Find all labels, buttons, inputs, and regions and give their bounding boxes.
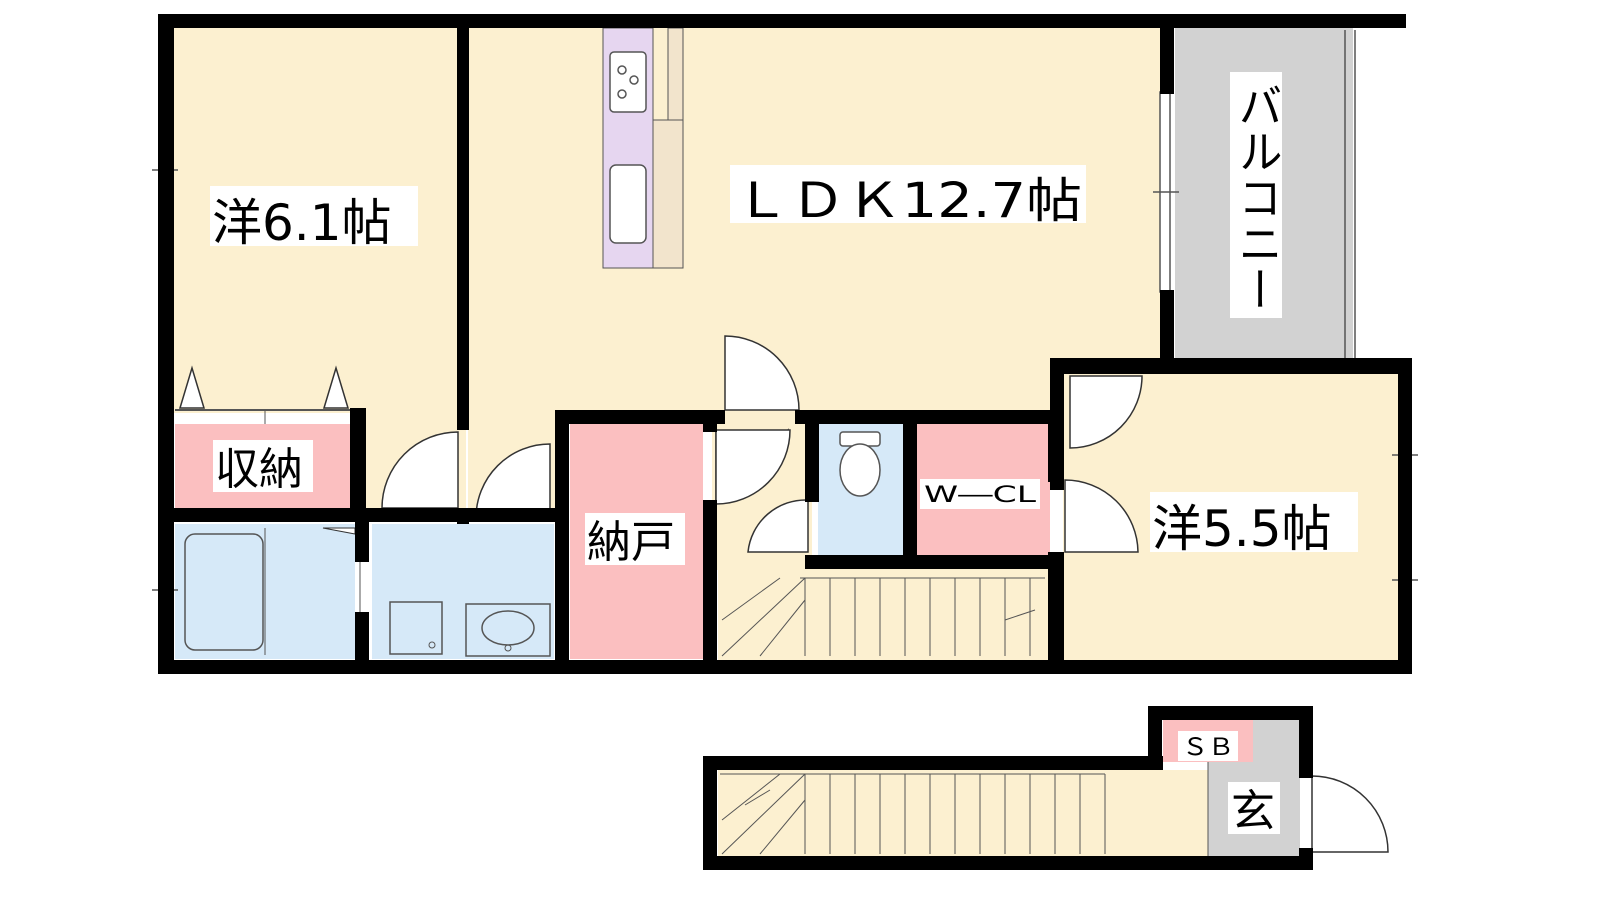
label-western-a: 洋6.1帖: [212, 194, 392, 252]
stairs-upper: [721, 577, 1045, 657]
burner-1: [617, 65, 627, 75]
stove: [609, 51, 647, 113]
label-wcl: W―CL: [924, 483, 1037, 508]
stair-lower: [718, 770, 1208, 858]
walls: [158, 14, 1412, 870]
label-nado: 納戸: [587, 517, 675, 568]
label-entrance: 玄: [1231, 786, 1275, 837]
toilet-bowl: [839, 443, 881, 497]
label-ldk: ＬＤＫ12.7帖: [734, 173, 1082, 229]
washing-machine: [389, 601, 443, 655]
doors: [381, 335, 1389, 853]
stairs-lower: [720, 773, 1106, 855]
label-western-b: 洋5.5帖: [1152, 500, 1332, 558]
label-shoe-box: ＳＢ: [1182, 733, 1234, 761]
burner-2: [629, 75, 639, 85]
burner-3: [617, 89, 627, 99]
sink: [609, 164, 647, 244]
bathtub: [184, 533, 264, 651]
label-balcony: バルコニー: [1231, 82, 1282, 312]
closet-door-right: [322, 365, 350, 409]
kitchen-tall-unit: [667, 27, 684, 121]
closet-door-left: [178, 365, 206, 409]
vanity: [465, 603, 551, 657]
kitchen-side-counter: [652, 119, 684, 269]
label-storage: 収納: [215, 444, 303, 495]
washroom: [372, 524, 554, 659]
